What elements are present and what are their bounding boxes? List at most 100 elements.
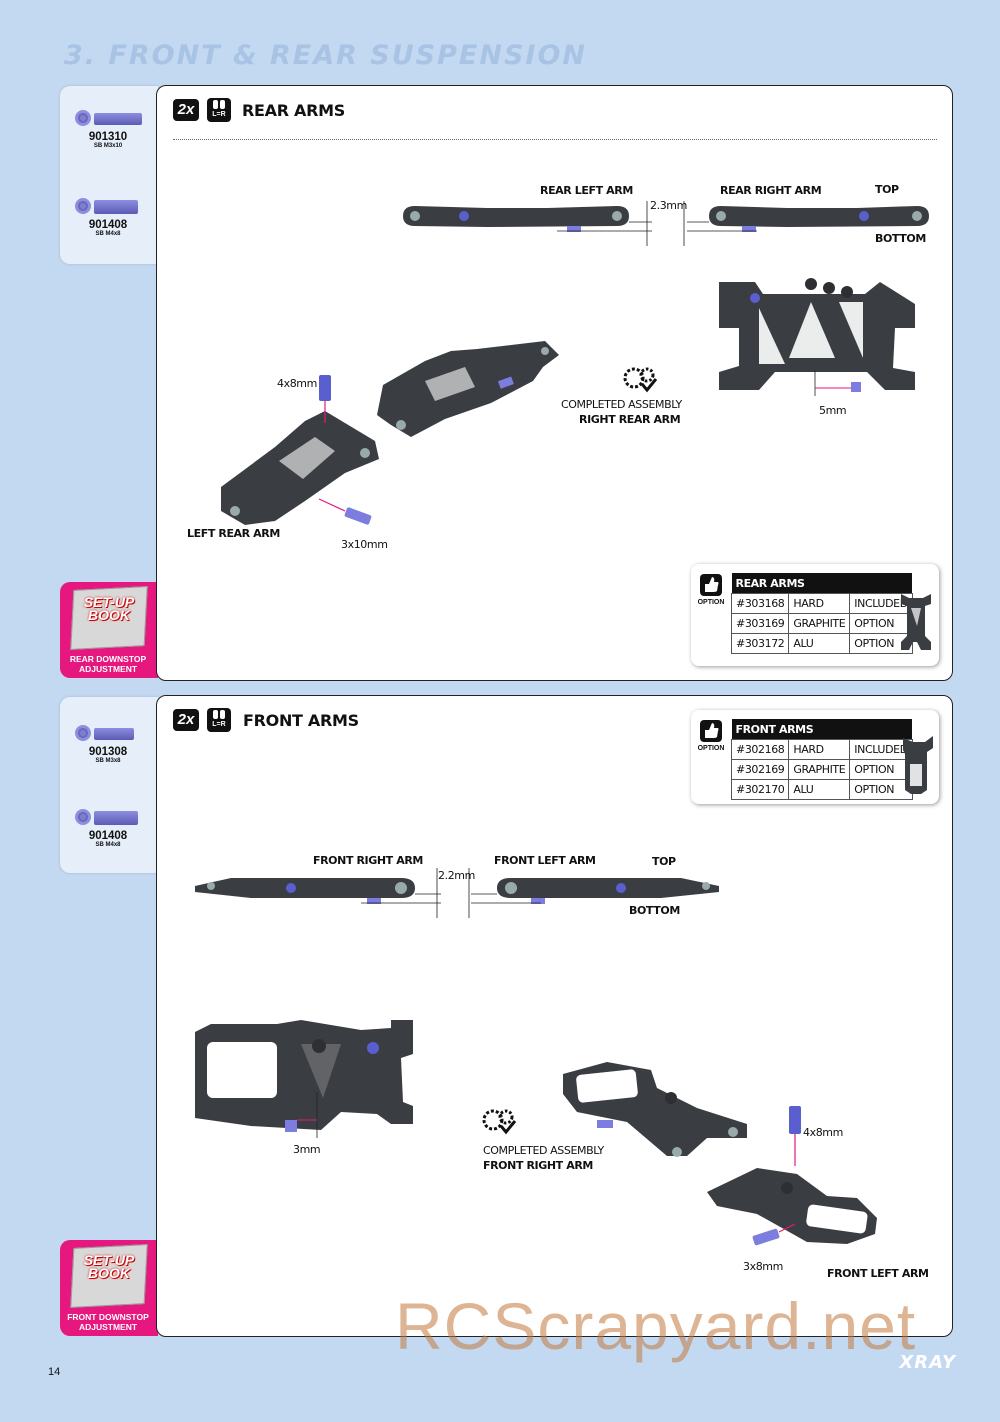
option-part-number: #302169 [730,759,790,780]
front-arm-top-view [195,1020,413,1138]
page-number: 14 [48,1366,61,1378]
book-text: BOOK [88,1265,130,1281]
thumbs-up-icon [700,574,722,596]
front-arms-assembly-drawing [563,1062,877,1246]
lr-symmetric-icon: L=R [207,98,231,122]
option-part-number: #303168 [730,593,790,614]
part-code: 901408 [88,830,128,842]
label-bottom: BOTTOM [875,232,926,245]
label-top: TOP [875,183,899,196]
front-parts-box: 901308 SB M3x8 901408 SB M4x8 [60,697,158,873]
part-item: 901310 SB M3x10 [60,108,156,149]
step-title: FRONT ARMS [243,711,359,730]
rear-arms-panel: 2x L=R REAR ARMS REAR LEFT ARM REAR RIGH… [156,85,953,681]
label-right-rear-arm: RIGHT REAR ARM [579,413,681,426]
watermark: RCScrapyard.net [395,1289,917,1363]
front-arm-thumbnail [903,736,933,794]
option-part-number: #303169 [730,613,790,634]
step-qty-badge: 2x [173,99,199,121]
part-code: 901408 [88,219,128,231]
label-rear-left-arm: REAR LEFT ARM [540,184,633,197]
part-desc: SB M4x8 [95,231,121,237]
part-desc: SB M3x10 [93,143,123,149]
thumbs-up-icon [700,720,722,742]
option-part-number: #303172 [730,633,790,654]
option-status: OPTION [849,613,913,634]
screw-icon [60,108,156,128]
option-material: GRAPHITE [788,613,851,634]
label-front-right-arm-completed: FRONT RIGHT ARM [483,1159,593,1172]
part-item: 901408 SB M4x8 [60,807,156,848]
option-material: ALU [788,779,851,800]
setup-caption: ADJUSTMENT [78,664,138,674]
setup-caption: FRONT DOWNSTOP [67,1312,149,1322]
option-table-header: FRONT ARMS [731,719,913,740]
part-desc: SB M3x8 [95,758,121,764]
label-completed-assembly: COMPLETED ASSEMBLY [483,1144,604,1157]
label-front-left-arm: FRONT LEFT ARM [494,854,596,867]
rear-parts-box: 901310 SB M3x10 901408 SB M4x8 [60,86,158,264]
label-gap: 2.2mm [438,869,475,882]
option-table-header: REAR ARMS [731,573,913,594]
label-front-left-arm-assembly: FRONT LEFT ARM [827,1267,929,1280]
front-arms-panel: 2x L=R FRONT ARMS OPTION FRONT ARMS #302… [156,695,953,1337]
step-qty-badge: 2x [173,709,199,731]
part-item: 901408 SB M4x8 [60,196,156,237]
option-status: OPTION [849,633,913,654]
option-status: INCLUDED [849,593,913,614]
lr-label: L=R [212,721,226,728]
option-material: GRAPHITE [788,759,851,780]
option-part-number: #302170 [730,779,790,800]
lr-label: L=R [212,111,226,118]
label-screw-3x8: 3x8mm [743,1260,783,1273]
part-code: 901308 [88,746,128,758]
label-screw-4x8: 4x8mm [803,1126,843,1139]
option-label: OPTION [697,599,725,606]
label-rear-right-arm: REAR RIGHT ARM [720,184,822,197]
screw-icon [60,807,156,827]
label-top: TOP [652,855,676,868]
option-status: OPTION [849,779,913,800]
divider [173,139,937,140]
rear-arm-top-view [719,278,915,396]
label-bottom: BOTTOM [629,904,680,917]
option-material: HARD [788,739,851,760]
part-desc: SB M4x8 [95,842,121,848]
rear-arms-assembly-drawing [221,341,559,525]
label-front-right-arm: FRONT RIGHT ARM [313,854,423,867]
label-completed-assembly: COMPLETED ASSEMBLY [561,398,682,411]
label-screw-3x10: 3x10mm [341,538,388,551]
label-gap: 2.3mm [650,199,687,212]
rear-arms-side-view [403,201,929,246]
gears-check-icon [482,1109,517,1135]
front-arms-side-view [195,868,719,918]
screw-icon [60,196,156,216]
part-item: 901308 SB M3x8 [60,723,156,764]
section-title: 3. FRONT & REAR SUSPENSION [64,40,587,71]
gears-check-icon [623,367,658,393]
brand-logo: XRAY [899,1352,956,1373]
label-left-rear-arm: LEFT REAR ARM [187,527,280,540]
option-material: HARD [788,593,851,614]
label-screw-4x8: 4x8mm [277,377,317,390]
label-height: 3mm [293,1143,321,1156]
part-code: 901310 [88,131,128,143]
setup-caption: ADJUSTMENT [78,1322,138,1332]
book-text: SET-UP [83,1252,135,1268]
rear-arm-thumbnail [901,594,931,650]
setup-caption: REAR DOWNSTOP [69,654,147,664]
step-title: REAR ARMS [242,101,345,120]
label-height: 5mm [819,404,847,417]
book-text: SET-UP [83,594,135,610]
